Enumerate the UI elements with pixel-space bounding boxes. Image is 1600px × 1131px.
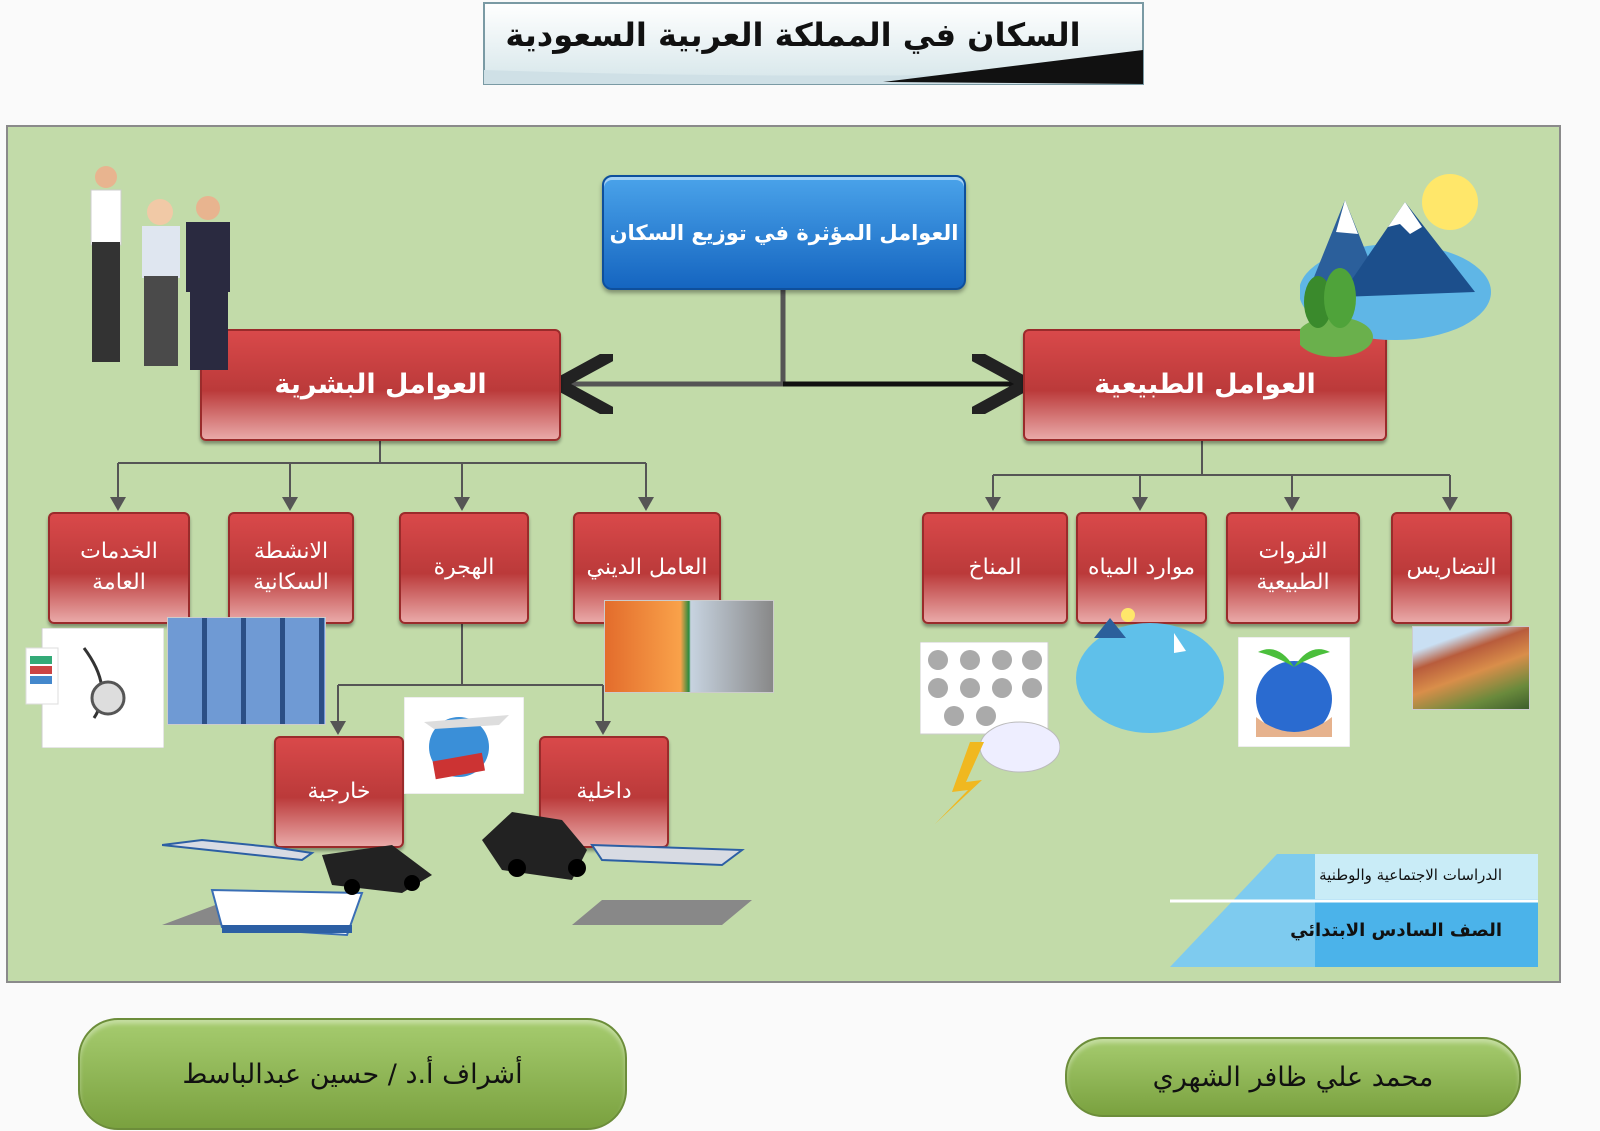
title-banner-shape bbox=[483, 2, 1144, 85]
subject-grade: الصف السادس الابتدائي bbox=[1290, 920, 1502, 941]
title-banner: السكان في المملكة العربية السعودية bbox=[483, 2, 1145, 86]
activities-illustration bbox=[167, 617, 326, 725]
religious-illustration bbox=[604, 600, 774, 693]
author-label: محمد علي ظافر الشهري bbox=[1065, 1037, 1521, 1117]
terrain-illustration bbox=[1412, 626, 1530, 710]
supervisor-label: أشراف أ.د / حسين عبدالباسط bbox=[78, 1018, 627, 1130]
water-resources-node: موارد المياه bbox=[1076, 512, 1207, 624]
subject-box: الدراسات الاجتماعية والوطنية الصف السادس… bbox=[1170, 854, 1538, 967]
water-illustration bbox=[1076, 608, 1224, 733]
services-illustration bbox=[25, 628, 164, 748]
climate-node: المناخ bbox=[922, 512, 1068, 624]
subject-box-shape bbox=[1170, 854, 1538, 967]
population-activities-node: الانشطة السكانية bbox=[228, 512, 354, 624]
travel-globe-illustration bbox=[404, 697, 524, 794]
root-connector bbox=[563, 284, 1022, 384]
public-services-node: الخدمات العامة bbox=[48, 512, 190, 624]
transport-illustration-external bbox=[162, 838, 432, 937]
migration-node: الهجرة bbox=[399, 512, 529, 624]
transport-illustration-internal bbox=[482, 812, 752, 925]
human-factors-node: العوامل البشرية bbox=[200, 329, 561, 441]
religious-factor-node: العامل الديني bbox=[573, 512, 721, 624]
external-migration-node: خارجية bbox=[274, 736, 404, 848]
resources-illustration bbox=[1238, 637, 1350, 747]
mountain-illustration bbox=[1300, 174, 1491, 357]
terrain-node: التضاريس bbox=[1391, 512, 1512, 624]
subject-course: الدراسات الاجتماعية والوطنية bbox=[1319, 866, 1502, 884]
natural-resources-node: الثروات الطبيعية bbox=[1226, 512, 1360, 624]
page-title: السكان في المملكة العربية السعودية bbox=[505, 16, 1081, 54]
natural-connectors bbox=[985, 437, 1458, 511]
root-node: العوامل المؤثرة في توزيع السكان bbox=[602, 175, 966, 290]
businessmen-illustration bbox=[90, 166, 230, 370]
weather-illustration bbox=[920, 642, 1060, 824]
human-connectors bbox=[110, 437, 654, 735]
